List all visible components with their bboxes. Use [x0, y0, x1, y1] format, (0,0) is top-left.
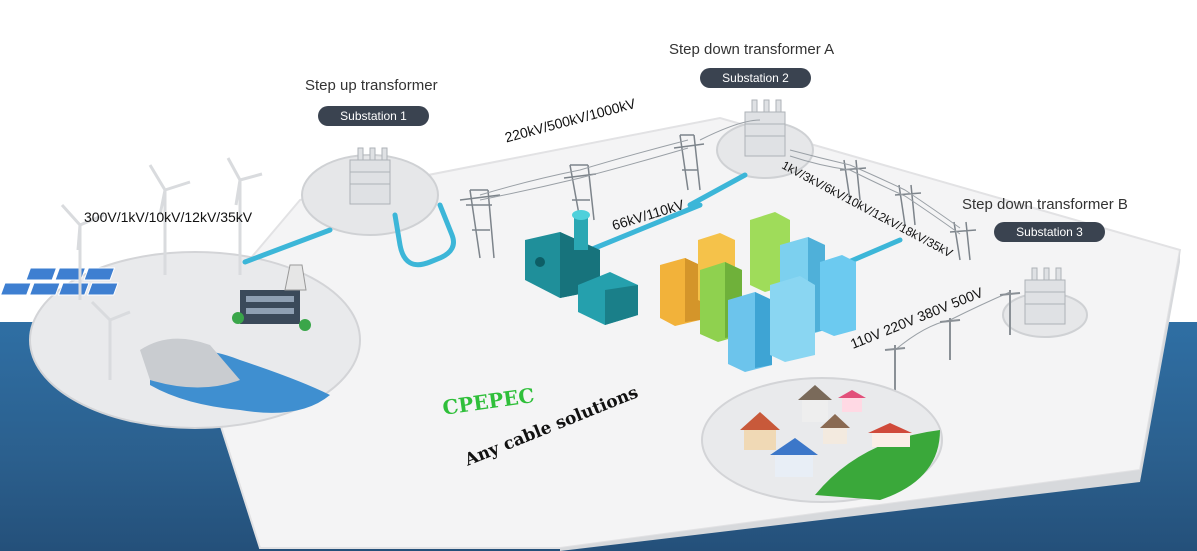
generation-voltage-label: 300V/1kV/10kV/12kV/35kV [84, 209, 253, 225]
city-buildings [660, 212, 856, 372]
substation-2-transformer [744, 99, 786, 157]
houses [740, 385, 912, 477]
generation-plant [232, 264, 311, 331]
substation-3-transformer [1024, 267, 1066, 325]
factory [525, 210, 638, 325]
substation-2-badge: Substation 2 [700, 68, 811, 88]
transmission-towers [459, 134, 977, 261]
substation-1-badge: Substation 1 [318, 106, 429, 126]
step-up-transformer-title: Step up transformer [305, 77, 438, 94]
step-down-transformer-b-title: Step down transformer B [962, 196, 1128, 213]
step-down-transformer-a-title: Step down transformer A [669, 41, 835, 58]
wind-turbines [60, 157, 263, 380]
substation-1-transformer [349, 147, 391, 205]
substation-3-badge: Substation 3 [994, 222, 1105, 242]
distribution-poles [884, 290, 1021, 395]
residential-hill [815, 430, 940, 500]
dam [140, 338, 240, 388]
